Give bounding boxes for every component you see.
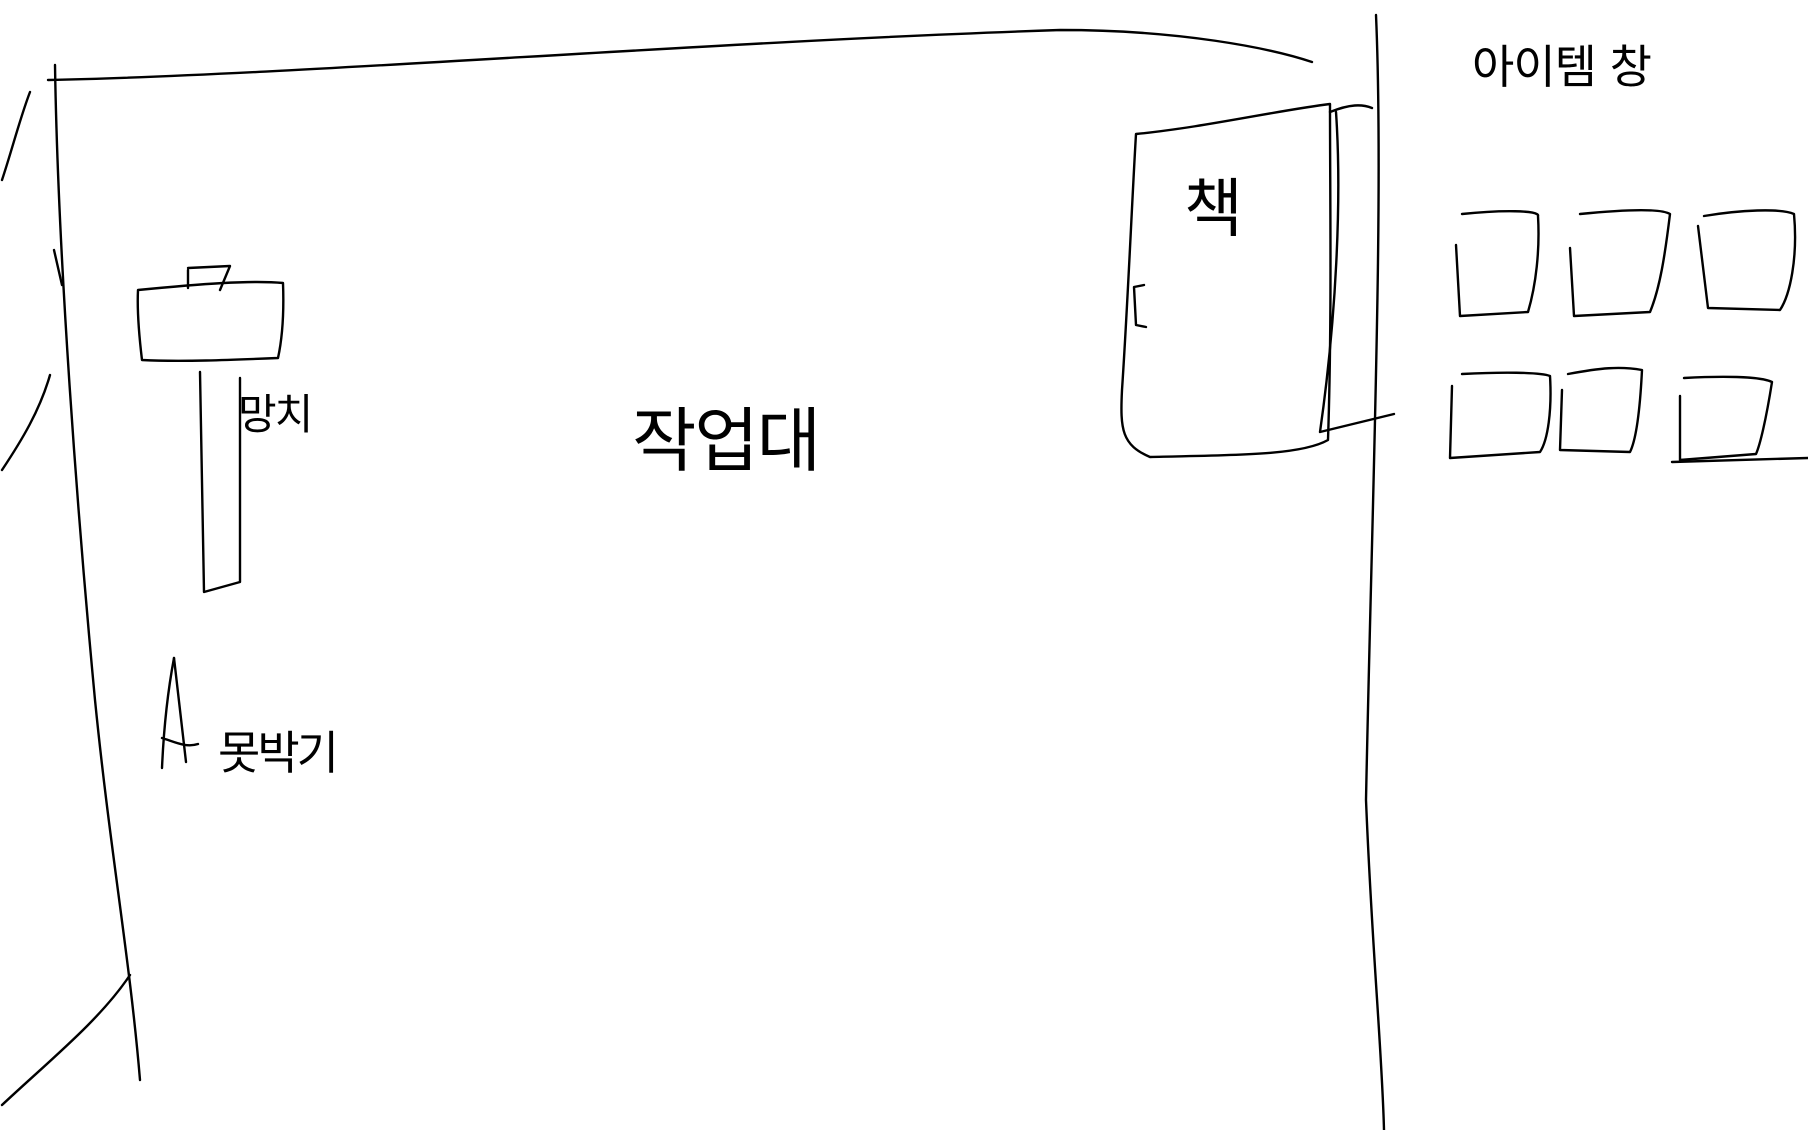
nail-label: 못박기 [218,726,339,780]
item-slot [1454,210,1540,318]
workbench-label: 작업대 [632,400,821,482]
item-slot [1696,209,1797,312]
nail-icon[interactable] [160,656,200,770]
item-slot [1558,366,1644,454]
workbench-frame [46,28,1314,1082]
item-window-divider [1364,13,1386,1130]
item-window-slots [1448,209,1808,464]
item-slot [1448,371,1552,460]
item-slot [1568,209,1672,318]
item-slot [1678,375,1774,462]
book-label: 책 [1184,173,1243,247]
book-spine [1328,104,1374,114]
book[interactable] [1120,102,1396,459]
book-clasp [1132,283,1148,329]
book-pages [1318,110,1396,434]
book-cover [1120,102,1332,459]
hammer-icon[interactable] [136,264,285,594]
hammer-label: 망치 [238,390,313,439]
left-edge-strokes [0,90,132,1107]
item-window-title: 아이템 창 [1472,40,1652,94]
slot-row-underline [1670,456,1808,464]
